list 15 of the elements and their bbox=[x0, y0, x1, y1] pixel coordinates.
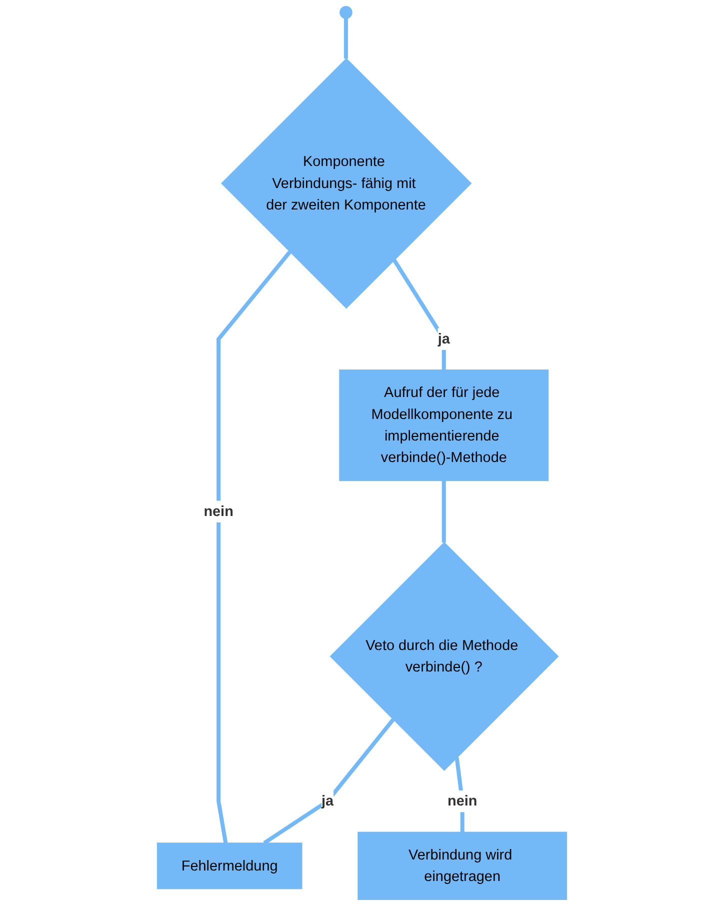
node-circle bbox=[340, 6, 352, 19]
connector bbox=[263, 718, 395, 845]
edge-label: nein bbox=[204, 503, 234, 520]
node-diamond: Komponente Verbindungs- fähig mit der zweiten Komponente bbox=[221, 58, 472, 309]
connector bbox=[344, 18, 348, 59]
connector bbox=[216, 250, 292, 844]
edge-label: ja bbox=[321, 792, 334, 809]
node-box: Fehlermeldung bbox=[156, 842, 302, 890]
connector bbox=[392, 258, 446, 370]
connector bbox=[442, 480, 446, 542]
node-box: Aufruf der für jede Modellkomponente zu implementierende verbinde()-Methode bbox=[339, 370, 549, 482]
node-box: Verbindung wird eingetragen bbox=[358, 832, 568, 900]
edge-label: nein bbox=[447, 792, 478, 809]
node-diamond: Veto durch die Methode verbinde() ? bbox=[330, 542, 559, 771]
edge-label: ja bbox=[438, 330, 450, 347]
